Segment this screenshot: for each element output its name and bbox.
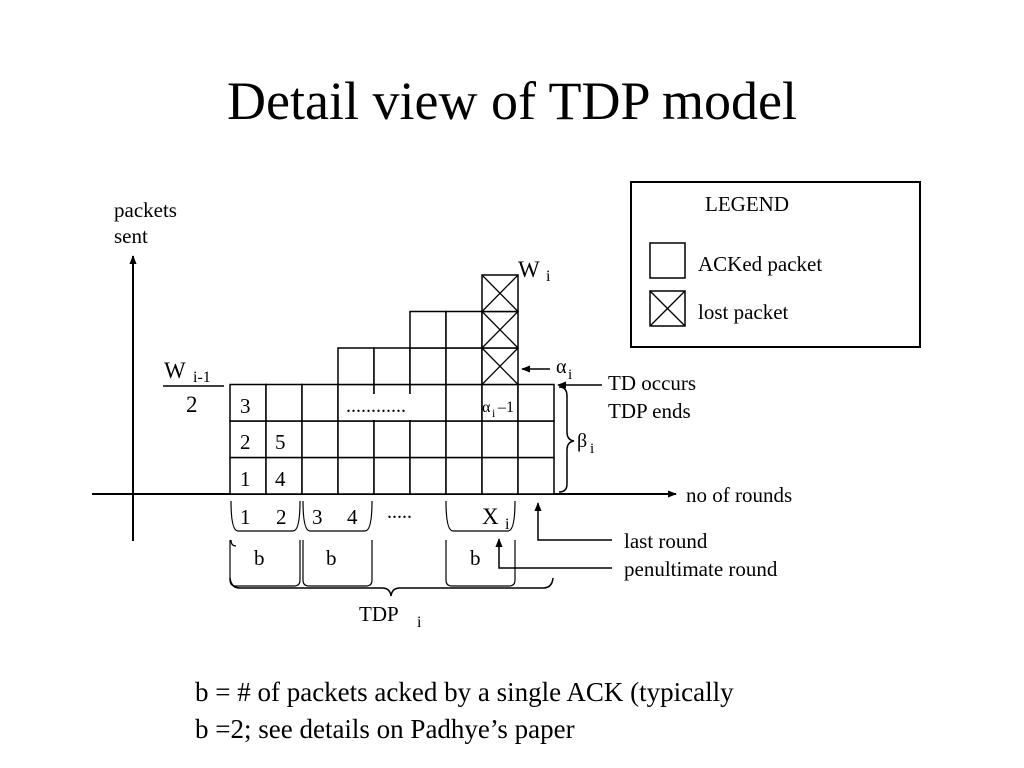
round-label-4: 4 bbox=[347, 505, 358, 529]
penultimate-round-label: penultimate round bbox=[624, 557, 778, 581]
y-axis-label-line2: sent bbox=[114, 224, 148, 248]
acked-packet-cell bbox=[409, 347, 447, 386]
x-axis-label: no of rounds bbox=[686, 483, 792, 507]
round-label-1: 1 bbox=[240, 505, 251, 529]
acked-packet-cell bbox=[517, 383, 555, 422]
acked-packet-cell bbox=[517, 456, 555, 495]
acked-packet-cell bbox=[301, 456, 339, 495]
w-prev-subscript: i-1 bbox=[193, 369, 211, 386]
beta-brace bbox=[558, 386, 575, 493]
alpha-i-minus-rest: –1 bbox=[497, 399, 514, 416]
cell-number-2: 2 bbox=[240, 430, 251, 454]
lost-packet-cross bbox=[481, 311, 519, 349]
dots-background bbox=[342, 394, 434, 420]
tdp-subscript: i bbox=[417, 614, 422, 631]
cell-number-3: 3 bbox=[240, 394, 251, 418]
w-i-subscript: i bbox=[546, 268, 551, 285]
tdp-symbol: TDP bbox=[359, 602, 399, 626]
acked-packet-cell bbox=[373, 456, 411, 495]
round-brackets bbox=[230, 500, 516, 532]
cell-number-5: 5 bbox=[275, 430, 286, 454]
alpha-i-symbol: α bbox=[556, 356, 567, 378]
acked-packet-cell bbox=[445, 456, 483, 495]
w-prev-denominator: 2 bbox=[186, 392, 198, 417]
round-label-2: 2 bbox=[276, 505, 287, 529]
acked-packet-cell bbox=[373, 420, 411, 459]
acked-packet-cell bbox=[337, 347, 375, 386]
legend-acked-label: ACKed packet bbox=[698, 252, 822, 276]
last-round-label: last round bbox=[624, 529, 708, 553]
acked-packet-cell bbox=[445, 420, 483, 459]
cells-dots: ............ bbox=[346, 395, 406, 417]
acked-packet-cell bbox=[265, 383, 303, 422]
acked-packet-cell bbox=[337, 420, 375, 459]
y-axis-label-line1: packets bbox=[114, 198, 177, 222]
alpha-i-minus-subscript: i bbox=[492, 406, 496, 420]
crossed-square-icon bbox=[649, 290, 686, 327]
empty-square-icon bbox=[649, 242, 686, 279]
acked-packet-cell bbox=[301, 420, 339, 459]
caption: b = # of packets acked by a single ACK (… bbox=[195, 674, 734, 748]
cell-number-4: 4 bbox=[275, 467, 286, 491]
acked-packet-cell bbox=[229, 383, 267, 422]
lost-packet-cross bbox=[481, 274, 519, 312]
w-i-symbol: W bbox=[518, 257, 540, 282]
last-round-arrow bbox=[534, 502, 612, 541]
rounds-dots: ..... bbox=[387, 501, 412, 523]
legend-lost-label: lost packet bbox=[698, 300, 789, 324]
x-i-symbol: X bbox=[482, 504, 499, 529]
b-label-2: b bbox=[326, 546, 337, 570]
b-brackets bbox=[229, 539, 516, 587]
lost-packet-cross bbox=[481, 347, 519, 385]
packet-grid bbox=[229, 274, 555, 495]
acked-packet-cell bbox=[409, 310, 447, 349]
acked-packet-cell bbox=[373, 347, 411, 386]
td-note-line1: TD occurs bbox=[608, 371, 696, 395]
x-i-subscript: i bbox=[505, 516, 510, 533]
w-prev-symbol: W bbox=[164, 358, 186, 383]
acked-packet-cell bbox=[445, 310, 483, 349]
caption-line-1: b = # of packets acked by a single ACK (… bbox=[195, 677, 734, 707]
alpha-i-minus-symbol: α bbox=[482, 399, 491, 416]
legend: LEGEND ACKed packet lost packet bbox=[630, 181, 921, 348]
acked-packet-cell bbox=[445, 347, 483, 386]
legend-title: LEGEND bbox=[705, 192, 789, 216]
acked-packet-cell bbox=[517, 420, 555, 459]
penultimate-round-arrow bbox=[495, 538, 612, 569]
cell-number-1: 1 bbox=[240, 467, 251, 491]
acked-packet-cell bbox=[481, 456, 519, 495]
acked-packet-cell bbox=[301, 383, 339, 422]
beta-i-subscript: i bbox=[590, 441, 594, 457]
acked-packet-cell bbox=[445, 383, 483, 422]
caption-line-2: b =2; see details on Padhye’s paper bbox=[195, 714, 575, 744]
acked-packet-cell bbox=[409, 456, 447, 495]
acked-packet-cell bbox=[409, 420, 447, 459]
acked-packet-cell bbox=[337, 456, 375, 495]
round-label-3: 3 bbox=[312, 505, 323, 529]
b-label-3: b bbox=[470, 546, 481, 570]
acked-packet-cell bbox=[481, 420, 519, 459]
alpha-i-subscript: i bbox=[568, 367, 572, 383]
td-note-line2: TDP ends bbox=[608, 399, 691, 423]
tdp-brace bbox=[229, 577, 554, 597]
b-label-1: b bbox=[254, 546, 265, 570]
slide-title: Detail view of TDP model bbox=[227, 71, 797, 131]
beta-i-symbol: β bbox=[577, 430, 587, 452]
